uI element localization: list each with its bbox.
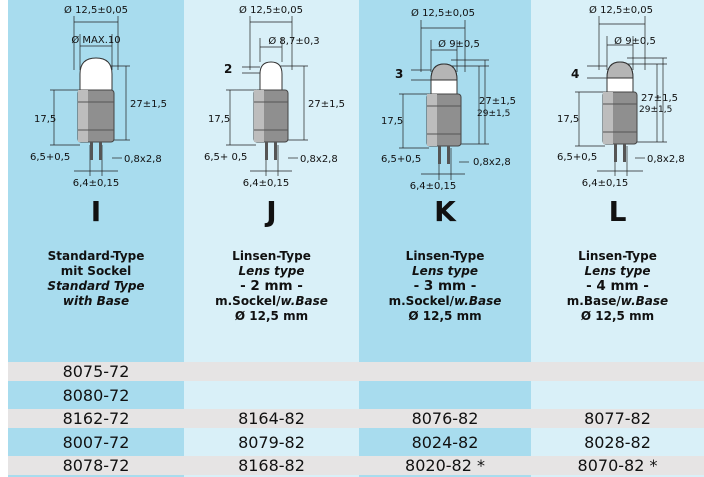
type-letter: J — [266, 195, 277, 228]
column-type-j: 2 Ø 12,5±0,05 Ø 8,7±0,3 27±1,5 17,5 6,5+… — [184, 0, 359, 477]
type-letter: K — [434, 195, 456, 228]
dim-body: 17,5 — [34, 114, 56, 125]
desc-line: Ø 12,5 mm — [408, 309, 482, 323]
type-letter: L — [608, 195, 627, 228]
type-description: Linsen-Type Lens type - 2 mm - m.Sockel/… — [184, 249, 359, 324]
table-row: 8080-72 — [0, 386, 704, 405]
dim-pitch: 6,4±0,15 — [243, 178, 290, 189]
dim-body: 17,5 — [208, 114, 230, 125]
desc-line: Lens type — [584, 264, 651, 278]
dim-base: 6,5+0,5 — [381, 154, 421, 165]
dim-outer-dia: Ø 12,5±0,05 — [239, 4, 303, 16]
dim-pitch: 6,4±0,15 — [410, 181, 457, 190]
desc-line: m.Base/ — [566, 294, 621, 308]
part-number-cell: 8007-72 — [8, 433, 184, 452]
part-number-cell: 8079-82 — [184, 433, 359, 452]
led-diagram-type-j: 2 Ø 12,5±0,05 Ø 8,7±0,3 27±1,5 17,5 6,5+… — [204, 4, 345, 189]
desc-line: Ø 12,5 mm — [234, 309, 309, 323]
type-description: Linsen-Type Lens type - 4 mm - m.Base/w.… — [531, 249, 704, 324]
desc-line: w.Base — [620, 294, 669, 308]
table-row: 8007-72 8079-82 8024-82 8028-82 — [0, 433, 704, 452]
dim-tip: 4 — [571, 67, 579, 81]
part-number-cell: 8028-82 — [531, 433, 704, 452]
dim-body: 17,5 — [557, 114, 579, 125]
desc-line: Lens type — [238, 264, 305, 278]
part-number-cell: 8020-82 * — [359, 456, 531, 475]
dim-inner-dia: Ø MAX.10 — [71, 34, 120, 46]
type-description: Linsen-Type Lens type - 3 mm - m.Sockel/… — [359, 249, 531, 324]
dim-height: 27±1,5 — [479, 96, 516, 107]
dim-base: 6,5+0,5 — [30, 152, 70, 163]
desc-line: Linsen-Type — [232, 249, 311, 263]
dim-pin: 0,8x2,8 — [473, 157, 511, 168]
dim-outer-dia: Ø 12,5±0,05 — [589, 4, 653, 16]
desc-line: Ø 12,5 mm — [580, 309, 655, 323]
led-diagram-type-k: 3 Ø 12,5±0,05 Ø 9±0,5 27±1,5 29±1,5 17,5… — [381, 7, 516, 190]
desc-line: Linsen-Type — [578, 249, 657, 263]
dim-outer-dia: Ø 12,5±0,05 — [64, 4, 128, 16]
desc-line: Linsen-Type — [405, 249, 485, 263]
desc-line: m.Sockel/ — [215, 294, 281, 308]
desc-line: Standard-Type — [47, 249, 145, 263]
desc-line: - 3 mm - — [413, 278, 477, 294]
dim-pin: 0,8x2,8 — [300, 154, 338, 165]
table-row: 8162-72 8164-82 8076-82 8077-82 — [0, 409, 704, 428]
type-letter: I — [90, 195, 102, 228]
dim-inner-dia: Ø 9±0,5 — [614, 35, 656, 47]
part-number-cell — [359, 362, 531, 381]
dim-height-2: 29±1,5 — [477, 109, 510, 119]
dim-tip: 2 — [224, 62, 232, 76]
dim-base: 6,5+ 0,5 — [204, 152, 247, 163]
part-number-cell: 8070-82 * — [531, 456, 704, 475]
column-type-k: 3 Ø 12,5±0,05 Ø 9±0,5 27±1,5 29±1,5 17,5… — [359, 0, 531, 477]
desc-line: - 4 mm - — [586, 278, 649, 294]
part-number-cell: 8077-82 — [531, 409, 704, 428]
desc-line: w.Base — [453, 294, 502, 308]
dim-pitch: 6,4±0,15 — [582, 178, 629, 189]
dim-pin: 0,8x2,8 — [647, 154, 685, 165]
part-number-cell: 8024-82 — [359, 433, 531, 452]
desc-line: mit Sockel — [60, 264, 132, 278]
dim-inner-dia: Ø 9±0,5 — [438, 38, 480, 50]
dim-height: 27±1,5 — [641, 93, 678, 104]
column-type-i: Ø 12,5±0,05 Ø MAX.10 27±1,5 17,5 6,5+0,5… — [8, 0, 184, 477]
dim-height-2: 29±1,5 — [639, 105, 672, 115]
part-number-cell: 8162-72 — [8, 409, 184, 428]
part-number-cell — [531, 386, 704, 405]
dim-body: 17,5 — [381, 116, 403, 127]
part-number-cell — [531, 362, 704, 381]
dim-pitch: 6,4±0,15 — [73, 178, 120, 189]
type-description: Standard-Type mit Sockel Standard Type w… — [8, 249, 184, 309]
part-number-cell: 8075-72 — [8, 362, 184, 381]
dim-outer-dia: Ø 12,5±0,05 — [411, 7, 475, 19]
table-row: 8078-72 8168-82 8020-82 * 8070-82 * — [0, 456, 704, 475]
part-number-cell: 8168-82 — [184, 456, 359, 475]
dim-height: 27±1,5 — [130, 99, 167, 110]
part-number-cell — [359, 386, 531, 405]
part-number-cell: 8078-72 — [8, 456, 184, 475]
column-type-l: 4 Ø 12,5±0,05 Ø 9±0,5 27±1,5 29±1,5 17,5… — [531, 0, 704, 477]
led-diagram-type-l: 4 Ø 12,5±0,05 Ø 9±0,5 27±1,5 29±1,5 17,5… — [557, 4, 685, 189]
part-number-cell — [184, 362, 359, 381]
dim-inner-dia: Ø 8,7±0,3 — [268, 35, 319, 47]
desc-line: m.Sockel/ — [388, 294, 454, 308]
part-number-cell: 8164-82 — [184, 409, 359, 428]
table-row: 8075-72 — [0, 362, 704, 381]
desc-line: Standard Type — [47, 279, 145, 293]
dim-height: 27±1,5 — [308, 99, 345, 110]
desc-line: with Base — [62, 294, 130, 308]
part-number-cell — [184, 386, 359, 405]
dim-base: 6,5+0,5 — [557, 152, 597, 163]
led-diagram-type-i: Ø 12,5±0,05 Ø MAX.10 27±1,5 17,5 6,5+0,5… — [30, 4, 167, 189]
desc-line: w.Base — [280, 294, 328, 308]
dim-pin: 0,8x2,8 — [124, 154, 162, 165]
desc-line: Lens type — [412, 264, 478, 278]
part-number-cell: 8076-82 — [359, 409, 531, 428]
desc-line: - 2 mm - — [240, 278, 303, 294]
part-number-cell: 8080-72 — [8, 386, 184, 405]
dim-tip: 3 — [395, 67, 403, 81]
